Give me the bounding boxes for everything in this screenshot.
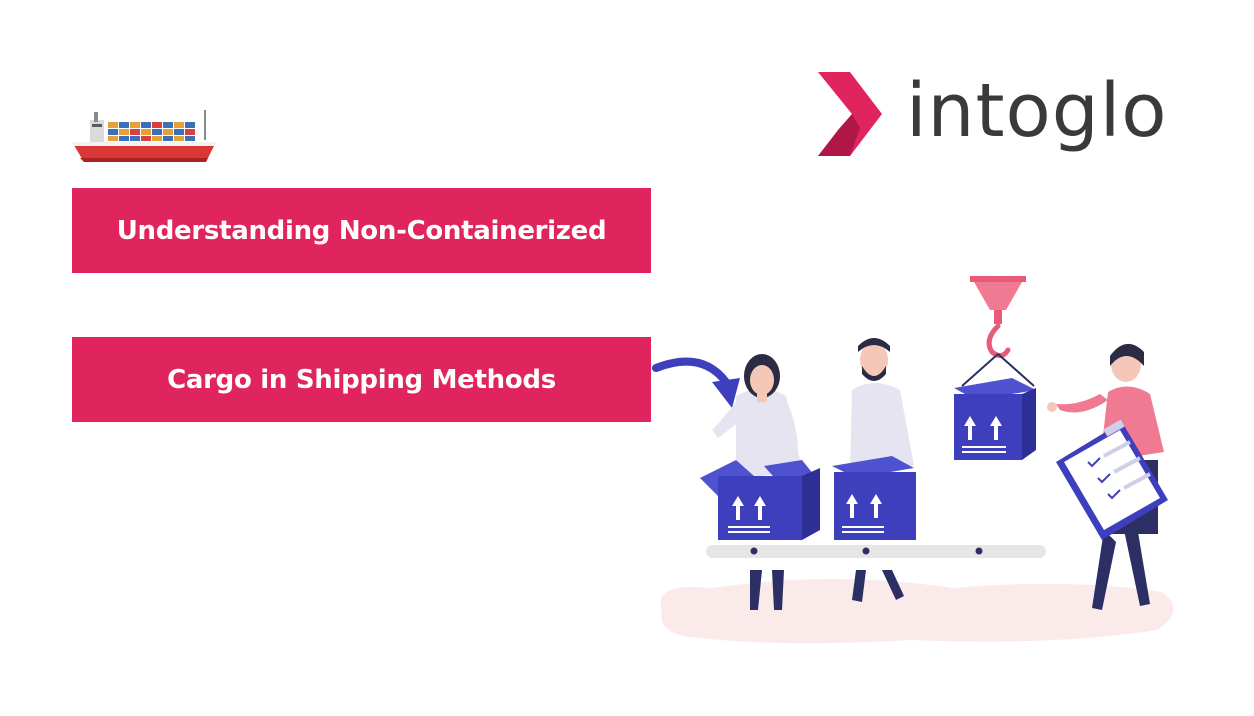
crane-hook — [961, 276, 1035, 387]
clipboard-icon — [1056, 419, 1168, 540]
container-ship-icon — [72, 110, 216, 162]
title-line-2: Cargo in Shipping Methods — [167, 364, 556, 395]
logo-wordmark: intoglo — [906, 68, 1168, 154]
warehouse-packing-illustration — [652, 276, 1174, 644]
brand-logo: intoglo — [818, 68, 1188, 160]
worker-1 — [712, 354, 802, 610]
title-banner-line-1: Understanding Non-Containerized — [72, 188, 651, 273]
logo-mark-icon — [818, 72, 882, 156]
hanging-box — [954, 378, 1036, 460]
worker-2 — [850, 338, 914, 602]
open-box — [700, 460, 820, 540]
closed-box-1 — [832, 456, 916, 540]
title-banner-line-2: Cargo in Shipping Methods — [72, 337, 651, 422]
title-line-1: Understanding Non-Containerized — [116, 215, 607, 246]
